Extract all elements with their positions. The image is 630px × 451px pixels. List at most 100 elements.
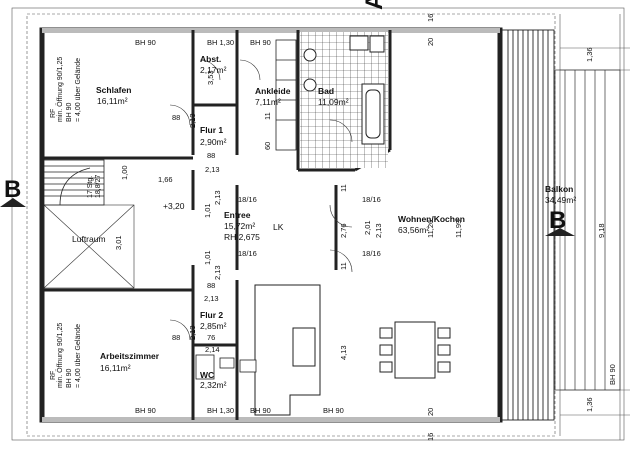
luftraum-void <box>43 204 135 289</box>
dim-1-01-b: 1,01 <box>203 250 212 265</box>
room-ankleide-name: Ankleide <box>255 86 291 96</box>
dim-18-16-c: 18/16 <box>238 249 257 258</box>
dim-2-76: 2,76 <box>339 223 348 238</box>
dim-2-13-g: 2,13 <box>188 325 197 340</box>
room-arbeitszimmer-area: 16,11m² <box>100 363 131 373</box>
dim-88-b: 88 <box>207 151 215 160</box>
dim-3-53: 3,53 <box>206 70 215 85</box>
dim-bh90-b: BH 90 <box>250 38 271 47</box>
balkon-railing <box>501 29 555 421</box>
window-note-bot-3: = 4,00 über Gelände <box>75 324 82 388</box>
dim-11-b: 11 <box>339 184 348 192</box>
room-abst-name: Abst. <box>200 54 221 64</box>
dim-2-13-a: 2,13 <box>188 113 197 128</box>
dim-88-a: 88 <box>172 113 180 122</box>
room-flur1-name: Flur 1 <box>200 125 223 135</box>
lk-label: LK <box>273 222 284 232</box>
staircase <box>43 159 105 206</box>
wc-lower-fixtures <box>195 354 257 380</box>
room-balkon-area: 34,49m² <box>545 195 576 205</box>
dim-18-16-a: 18/16 <box>238 195 257 204</box>
ankleide-closet <box>275 39 297 151</box>
room-wc-name: WC <box>200 370 214 380</box>
window-note-bot-2: BH 90 <box>66 368 73 388</box>
door-swings <box>169 59 353 341</box>
dim-bh90-c: BH 90 <box>135 406 156 415</box>
dim-76: 76 <box>207 333 215 342</box>
dim-18-16-b: 18/16 <box>362 195 381 204</box>
dim-1-00: 1,00 <box>120 165 129 180</box>
wc-fixtures <box>303 35 385 92</box>
room-flur1-area: 2,90m² <box>200 137 227 147</box>
window-note-top-2: BH 90 <box>66 102 73 122</box>
room-wc-area: 2,32m² <box>200 380 227 390</box>
room-abst-area: 2,17m² <box>200 65 227 75</box>
room-entree-rh: RH 2,675 <box>224 232 260 242</box>
bathtub <box>361 83 385 145</box>
wall-hatch-top <box>42 28 500 422</box>
room-arbeitszimmer-name: Arbeitszimmer <box>100 351 160 361</box>
dim-20-a: 20 <box>426 38 435 46</box>
room-bad-name: Bad <box>318 86 334 96</box>
dim-16-b: 16 <box>426 433 435 441</box>
dim-4-13: 4,13 <box>339 345 348 360</box>
dim-60: 60 <box>263 142 272 150</box>
dim-bh90-side: BH 90 <box>608 364 617 385</box>
dim-bh130-b: BH 1,30 <box>207 406 234 415</box>
dim-2-13-d: 2,13 <box>213 265 222 280</box>
dim-2-13-e: 2,13 <box>374 223 383 238</box>
dim-88-d: 88 <box>172 333 180 342</box>
dim-2-13-c: 2,13 <box>213 190 222 205</box>
section-label-right: B <box>549 207 566 234</box>
dim-2-14: 2,14 <box>205 345 220 354</box>
room-flur2-area: 2,85m² <box>200 321 227 331</box>
stairs-size: 18,8/27 <box>95 175 102 198</box>
room-wohnen-area: 63,56m² <box>398 225 429 235</box>
dim-88-c: 88 <box>207 281 215 290</box>
dim-2-01: 2,01 <box>363 220 372 235</box>
room-flur2-name: Flur 2 <box>200 310 223 320</box>
room-entree-name: Entree <box>224 210 251 220</box>
window-note-top-1: min. Öffnung 90/1,25 <box>56 57 64 122</box>
kitchen-counter <box>254 284 321 416</box>
window-note-bot-1: min. Öffnung 90/1,25 <box>56 323 64 388</box>
dim-3-01: 3,01 <box>114 235 123 250</box>
section-mark-left-icon <box>0 198 26 207</box>
room-entree-area: 15,72m² <box>224 221 255 231</box>
room-balkon-name: Balkon <box>545 184 573 194</box>
rf-bot-note: RF <box>50 371 57 380</box>
dim-bh90-d: BH 90 <box>250 406 271 415</box>
dim-bh130-a: BH 1,30 <box>207 38 234 47</box>
section-label-left: B <box>4 176 21 203</box>
dim-bh90-a: BH 90 <box>135 38 156 47</box>
dim-1-36-a: 1,36 <box>585 47 594 62</box>
dim-9-18: 9,18 <box>597 223 606 238</box>
dim-1-66: 1,66 <box>158 175 173 184</box>
dim-1-36-b: 1,36 <box>585 397 594 412</box>
dim-2-13-b: 2,13 <box>205 165 220 174</box>
room-schlafen-name: Schlafen <box>96 85 131 95</box>
dim-16-a: 16 <box>426 14 435 22</box>
rf-top-note: RF <box>50 109 57 118</box>
room-bad-area: 11,09m² <box>318 97 349 107</box>
section-mark-right-icon <box>545 228 575 236</box>
section-label-top: A <box>361 0 388 10</box>
dim-20-b: 20 <box>426 408 435 416</box>
room-luftraum-name: Luftraum <box>72 234 106 244</box>
room-schlafen-area: 16,11m² <box>97 96 128 106</box>
level-label: +3,20 <box>163 201 185 211</box>
room-ankleide-area: 7,11m² <box>255 97 281 107</box>
window-note-top-3: = 4,00 über Gelände <box>75 58 82 122</box>
dim-1-01-a: 1,01 <box>203 203 212 218</box>
dim-11-99: 11,99 <box>454 220 463 238</box>
dining-table <box>379 321 451 379</box>
dim-11-26: 11,26 <box>426 220 435 238</box>
dim-18-16-d: 18/16 <box>362 249 381 258</box>
balkon-deck <box>554 69 621 391</box>
room-wohnen-name: Wohnen/Kochen <box>398 214 465 224</box>
stairs-count: 17 Stg. <box>87 176 94 198</box>
dim-2-13-f: 2,13 <box>204 294 219 303</box>
dim-11: 11 <box>263 112 272 120</box>
dim-bh90-e: BH 90 <box>323 406 344 415</box>
